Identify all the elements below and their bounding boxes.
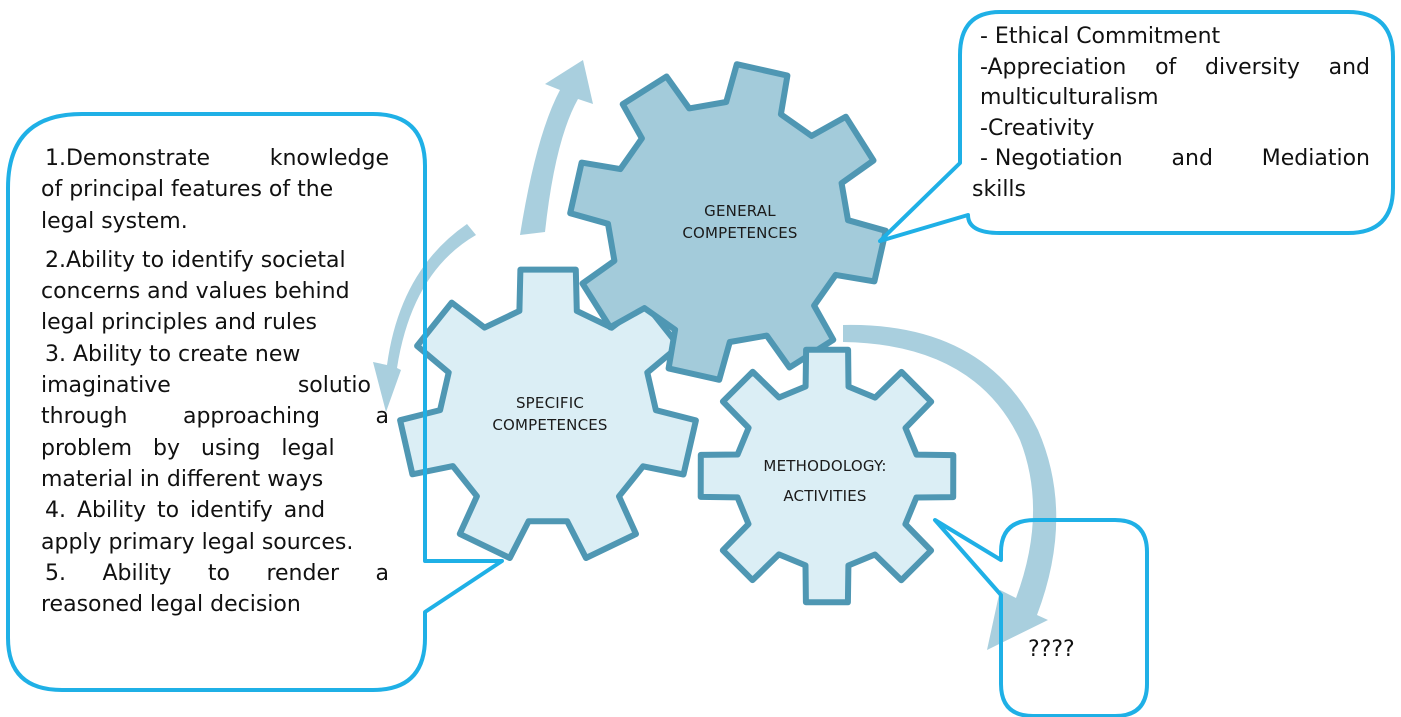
general-competences-callout [878, 10, 1395, 243]
methodology-callout [933, 518, 1149, 717]
item-1-line-3: legal system. [41, 208, 188, 234]
gear-methodology-group [697, 346, 957, 606]
item-4-line-2: apply primary legal sources. [41, 529, 354, 555]
gear-label-general: GENERAL COMPETENCES [660, 201, 820, 245]
gear-general-competences [567, 61, 889, 383]
specific-gear-line2: COMPETENCES [492, 415, 608, 434]
item-3-line-4: problem by using legal [41, 435, 335, 461]
item-2-line-3: legal principles and rules [41, 310, 318, 336]
gear-label-methodology: METHODOLOGY: ACTIVITIES [745, 451, 905, 511]
general-line-6: skills [972, 176, 1027, 202]
methodology-gear-line1: METHODOLOGY: [763, 457, 887, 475]
item-2-line-2: concerns and values behind [41, 279, 350, 305]
item-5-line-2: reasoned legal decision [41, 592, 301, 618]
methodology-gear-line2: ACTIVITIES [783, 487, 867, 505]
gear-label-specific: SPECIFIC COMPETENCES [470, 393, 630, 437]
methodology-callout-text: ???? [1028, 637, 1075, 662]
general-line-4: -Creativity [980, 115, 1095, 141]
item-3-line-1: 3. Ability to create new [45, 341, 301, 367]
item-4-line-1: 4. Ability to identify and [45, 498, 326, 524]
item-1-line-2: of principal features of the [41, 177, 334, 203]
specific-competences-callout [6, 112, 504, 692]
arrow-to-general [520, 60, 593, 235]
general-gear-line1: GENERAL [704, 202, 776, 220]
general-line-3: multiculturalism [980, 85, 1159, 110]
general-line-1: - Ethical Commitment [980, 24, 1221, 49]
item-3-line-5: material in different ways [41, 466, 324, 492]
arrow-to-specific [373, 224, 476, 412]
gear-general-group [567, 61, 889, 383]
gear-methodology-activities [697, 346, 957, 606]
specific-gear-line1: SPECIFIC [515, 394, 585, 412]
arrow-to-methodology [843, 324, 1057, 650]
item-2-line-1: 2.Ability to identify societal [45, 247, 346, 273]
general-gear-line2: COMPETENCES [682, 223, 798, 242]
